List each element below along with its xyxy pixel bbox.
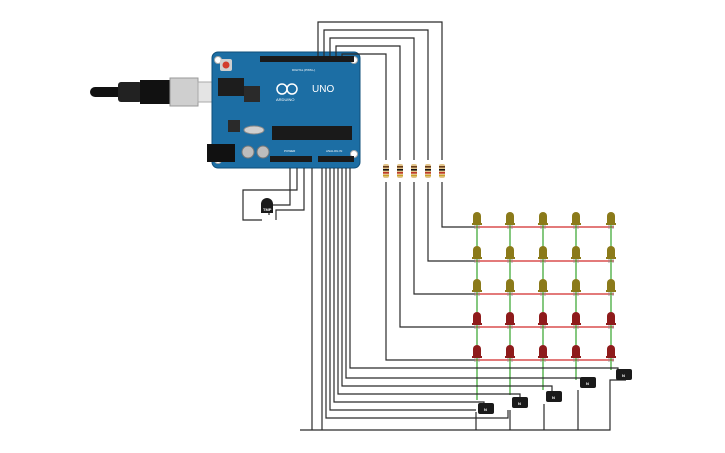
board-brand: ARDUINO (276, 97, 294, 102)
resistor (425, 164, 431, 178)
led (606, 246, 616, 263)
led (571, 312, 581, 329)
reset-button (222, 61, 230, 69)
led (571, 212, 581, 229)
board-model: UNO (312, 84, 334, 95)
led (472, 345, 482, 362)
led (505, 345, 515, 362)
led (472, 212, 482, 229)
led (505, 212, 515, 229)
transistor-label: N (586, 381, 589, 386)
digital-wires (317, 21, 443, 160)
transistor: N (512, 397, 528, 408)
led (571, 246, 581, 263)
analog-header (318, 156, 354, 162)
led (538, 279, 548, 296)
led (606, 279, 616, 296)
led (472, 312, 482, 329)
resistors (383, 164, 445, 178)
transistor-label: N (518, 401, 521, 406)
transistor: N (478, 403, 494, 414)
transistor: N (616, 369, 632, 380)
led (606, 212, 616, 229)
analog-header-label: ANALOG IN (326, 149, 342, 153)
led (606, 345, 616, 362)
temp-sensor-label: TMP (263, 207, 272, 212)
transistor: N (546, 391, 562, 402)
led (538, 212, 548, 229)
digital-header-label: DIGITAL (PWM~) (292, 68, 315, 72)
transistor-label: N (622, 373, 625, 378)
led (538, 345, 548, 362)
matrix-row-lines (475, 226, 614, 361)
arduino-logo-icon (276, 83, 298, 95)
power-jack (207, 144, 235, 162)
transistor-wires (300, 168, 626, 431)
led (571, 279, 581, 296)
microcontroller-chip (272, 126, 352, 140)
led (505, 312, 515, 329)
led (538, 312, 548, 329)
digital-header (260, 56, 354, 62)
led (606, 312, 616, 329)
transistor-label: N (484, 407, 487, 412)
led (472, 279, 482, 296)
transistors: N N N N N (478, 369, 632, 414)
led (505, 246, 515, 263)
led (472, 246, 482, 263)
usb-cable (90, 77, 215, 107)
led (571, 345, 581, 362)
resistor (411, 164, 417, 178)
resistor (397, 164, 403, 178)
temperature-sensor: TMP (242, 168, 305, 221)
power-header (270, 156, 312, 162)
arduino-uno-board: DIGITAL (PWM~) UNO ARDUINO POWER ANALOG … (207, 51, 361, 169)
led-matrix (472, 212, 616, 362)
resistor (383, 164, 389, 178)
power-header-label: POWER (284, 149, 296, 153)
resistor (439, 164, 445, 178)
transistor-label: N (552, 395, 555, 400)
transistor: N (580, 377, 596, 388)
led (505, 279, 515, 296)
row-wires (385, 182, 475, 361)
led (538, 246, 548, 263)
